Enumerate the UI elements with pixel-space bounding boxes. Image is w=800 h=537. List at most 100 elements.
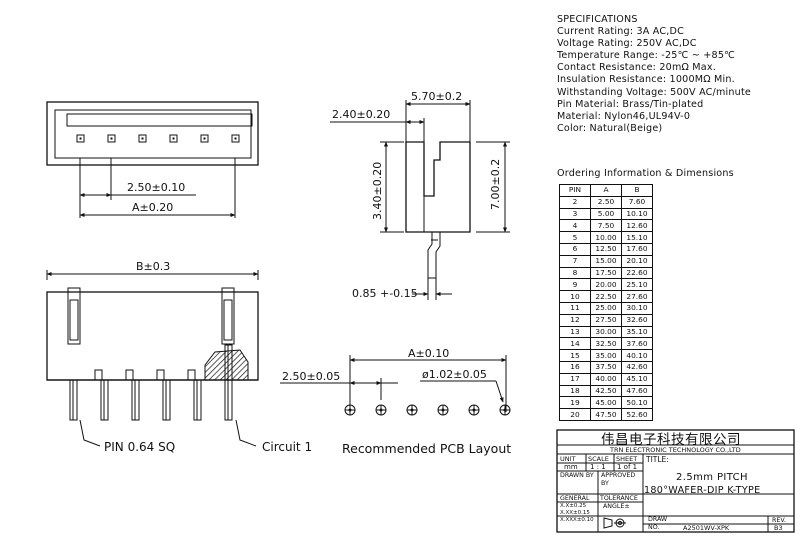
table-cell: 15.00 [590, 254, 622, 268]
label-circuit-1: Circuit 1 [262, 440, 312, 454]
table-cell: 42.60 [621, 360, 653, 374]
table-cell: 6 [559, 242, 591, 256]
table-cell: 35.00 [590, 349, 622, 362]
table-cell: 22.60 [621, 266, 653, 280]
dim-a-pcb: A±0.10 [408, 347, 449, 360]
table-cell: 16 [559, 360, 591, 374]
table-cell: 40.00 [590, 372, 622, 386]
spec-line: Voltage Rating: 250V AC,DC [557, 38, 697, 50]
table-cell: 30.00 [590, 325, 622, 339]
company-name-cn: 伟昌电子科技有限公司 [601, 432, 741, 448]
table-cell: 45.10 [621, 372, 653, 386]
rev-value: B3 [774, 524, 783, 532]
table-cell: 5 [559, 231, 591, 244]
table-cell: 45.00 [590, 396, 622, 410]
table-cell: 22.50 [590, 290, 622, 303]
table-cell: 10.00 [590, 231, 622, 244]
dim-pin-height: 3.40±0.20 [371, 162, 384, 220]
table-cell: 2.50 [590, 195, 622, 209]
table-cell: 4 [559, 219, 591, 233]
angle-label: ANGLE± [603, 503, 630, 510]
table-cell: 20 [559, 408, 591, 421]
company-name-en: TRN ELECTRONIC TECHNOLOGY CO.,LTD [610, 446, 741, 454]
table-cell: 20.10 [621, 254, 653, 268]
table-cell: 25.10 [621, 278, 653, 292]
pcb-layout [280, 355, 511, 416]
dim-a-top: A±0.20 [132, 201, 173, 214]
specifications-block: SPECIFICATIONS Current Rating: 3A AC,DC … [557, 14, 751, 135]
scale-label: SCALE [588, 455, 609, 463]
table-cell: 5.00 [590, 207, 622, 221]
table-cell: 3 [559, 207, 591, 221]
tolerance-value-2: X.XX±0.15 [560, 510, 590, 516]
dim-width: 5.70±0.2 [411, 90, 462, 103]
column-header: A [590, 184, 622, 197]
table-cell: 17.50 [590, 266, 622, 280]
table-cell: 35.10 [621, 325, 653, 339]
spec-line: Pin Material: Brass/Tin-plated [557, 98, 704, 110]
table-cell: 40.10 [621, 349, 653, 362]
table-cell: 37.60 [621, 337, 653, 351]
title-line-1: 2.5mm PITCH [676, 472, 748, 483]
table-cell: 7.50 [590, 219, 622, 233]
side-view [330, 100, 510, 300]
table-cell: 17 [559, 372, 591, 386]
title-label: TITLE: [646, 455, 669, 464]
sheet-value: 1 of 1 [617, 463, 638, 471]
dim-hole: ø1.02±0.05 [422, 368, 487, 381]
table-cell: 27.60 [621, 290, 653, 303]
spec-line: Current Rating: 3A AC,DC [557, 26, 685, 38]
pcb-holes [344, 404, 511, 416]
table-cell: 25.00 [590, 301, 622, 315]
tolerance-value-1: X.X±0.25 [560, 503, 587, 509]
table-cell: 9 [559, 278, 591, 292]
table-cell: 14 [559, 337, 591, 351]
table-cell: 50.10 [621, 396, 653, 410]
table-cell: 32.60 [621, 313, 653, 327]
table-cell: 10 [559, 290, 591, 303]
table-cell: 27.50 [590, 313, 622, 327]
label-pcb-layout: Recommended PCB Layout [342, 441, 511, 456]
table-cell: 30.10 [621, 301, 653, 315]
drawn-by-label: DRAWN BY [560, 472, 594, 479]
approved-by-label: APPROVED [601, 472, 636, 479]
spec-line: Color: Natural(Beige) [557, 122, 663, 134]
table-cell: 15 [559, 349, 591, 362]
draw-no-label-2: NO. [648, 524, 660, 531]
table-cell: 37.50 [590, 360, 622, 374]
ordering-heading: Ordering Information & Dimensions [557, 168, 734, 179]
table-cell: 2 [559, 195, 591, 209]
sheet-label: SHEET [616, 455, 638, 463]
unit-value: mm [564, 463, 578, 471]
spec-line: Contact Resistance: 20mΩ Max. [557, 62, 716, 74]
column-header: PIN [559, 184, 591, 197]
tolerance-label: TOLERANCE [600, 495, 638, 502]
table-cell: 20.00 [590, 278, 622, 292]
spec-line: Material: Nylon46,UL94V-0 [557, 110, 691, 122]
table-cell: 12 [559, 313, 591, 327]
table-cell: 10.10 [621, 207, 653, 221]
dim-offset: 2.40±0.20 [332, 108, 390, 121]
table-cell: 7.60 [621, 195, 653, 209]
spec-line: Temperature Range: -25℃ ~ +85℃ [557, 50, 736, 62]
dim-b: B±0.3 [136, 260, 170, 273]
specifications-heading: SPECIFICATIONS [557, 14, 638, 25]
table-cell: 7 [559, 254, 591, 268]
dim-height: 7.00±0.2 [489, 159, 502, 210]
